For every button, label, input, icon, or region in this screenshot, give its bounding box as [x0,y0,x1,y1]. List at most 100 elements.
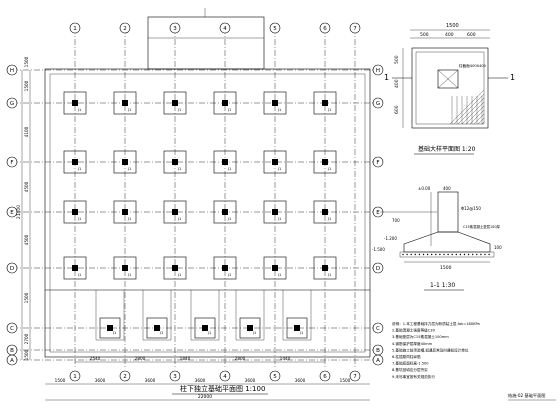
section-cover: 100 [494,245,502,250]
detail-column [437,69,459,89]
axis-label-y: E [10,210,14,216]
footing-column [322,209,328,215]
footing-column [222,100,228,106]
footing-column [72,100,78,106]
left-dim: 4500 [24,234,29,245]
left-dim: 1500 [24,56,29,67]
footing-tag: J1 [127,217,131,221]
bedding-dot [467,253,470,256]
axis-bubble-x [169,22,181,34]
footing-pad [113,150,137,174]
footing: J1 [113,200,137,224]
section-column [437,191,459,233]
bedding-dot [435,253,437,256]
section-mark-right: 1 [510,73,515,82]
bedding-dot [480,253,482,256]
bedding-dot [422,253,425,256]
lower-footing: J1 [282,290,312,341]
axis-bubble-x [319,370,331,382]
footing-pad [113,200,137,224]
bedding-dot [463,253,466,256]
axis-label-x: 2 [123,26,127,32]
bottom-dim: 3600 [145,378,156,383]
footing-column [172,100,178,106]
bottom-dim: 3600 [295,378,306,383]
axis-label-y: A [10,358,14,364]
bedding-dot [484,253,486,256]
footing-column [172,265,178,271]
footing: J1 [113,150,137,174]
footing-pad [263,91,287,115]
axis-bubble-y [372,156,384,168]
section-bedding [399,251,495,258]
footing-column [72,265,78,271]
footing-tag: J1 [207,331,211,335]
axis-bubble-y [6,206,18,218]
footing-column [294,325,300,331]
footing-pad [213,256,237,280]
detail-sub-dim-2: 400 [445,32,454,38]
axis-label-y: F [10,160,13,166]
footing: J1 [263,200,287,224]
axis-label-x: 2 [123,374,127,380]
footing-tag: J1 [327,273,331,277]
footing: J1 [263,150,287,174]
footing-column [122,265,128,271]
bedding-dot [488,253,490,256]
footing-pad [313,200,337,224]
footing-pad [263,200,287,224]
axis-label-x: 1 [73,374,77,380]
axis-label-y: C [376,326,380,332]
footing-tag: J1 [299,331,303,335]
axis-bubble-x [269,22,281,34]
section-elev-top: ±0.00 [418,186,431,191]
axis-bubble-y [372,354,384,366]
footing-pad [194,317,216,339]
section-height: 700 [392,218,400,223]
axis-label-x: 6 [323,26,327,32]
note-line: 3.基础垫层为C15素混凝土100mm [392,334,449,339]
axis-bubble-y [372,322,384,334]
left-dim: 4100 [24,126,29,137]
left-dim: 1500 [24,292,29,303]
footing-pad [163,91,187,115]
footing: J1 [263,256,287,280]
footing-column [322,100,328,106]
bedding-dot [455,253,457,256]
footing-tag: J1 [112,331,116,335]
footing-tag: J1 [77,108,81,112]
note-line: 2.基础混凝土强度等级C30 [392,328,436,333]
detail-side-dim-2: 400 [394,79,400,88]
section-rebar-note: Φ12@150 [461,206,481,211]
footing-pad [113,256,137,280]
axis-bubble-x [169,370,181,382]
note-line: 9.未尽事宜按有关规范执行 [392,374,435,379]
footing-column [272,100,278,106]
drawing-stamp: 结施-02 基础平面图 [508,392,545,399]
axis-bubble-x [69,22,81,34]
footing-pad [163,256,187,280]
footing: J1 [213,150,237,174]
bottom-dim: 1500 [55,378,66,383]
hatch-line [477,117,485,125]
bottom-inner-dim: 1840 [180,356,191,361]
bottom-total-dim: 22000 [198,394,212,400]
hatch-line [465,105,485,125]
footing-tag: J1 [327,108,331,112]
axis-label-y: G [10,101,14,107]
axis-bubble-x [119,370,131,382]
axis-label-y: D [376,266,380,272]
section-mark-left: 1 [384,73,389,82]
section-top-width: 400 [443,186,451,191]
axis-grid-lines [12,28,378,368]
footing-detail-plan: 1500 500 400 600 500 400 600 1 1 柱截面400X… [384,23,515,155]
bottom-inner-dim: 2800 [135,356,146,361]
footing: J1 [313,150,337,174]
footing: J1 [163,256,187,280]
bottom-inner-dim: 2540 [90,356,101,361]
footing-tag: J1 [227,217,231,221]
left-dim: 1500 [24,80,29,91]
